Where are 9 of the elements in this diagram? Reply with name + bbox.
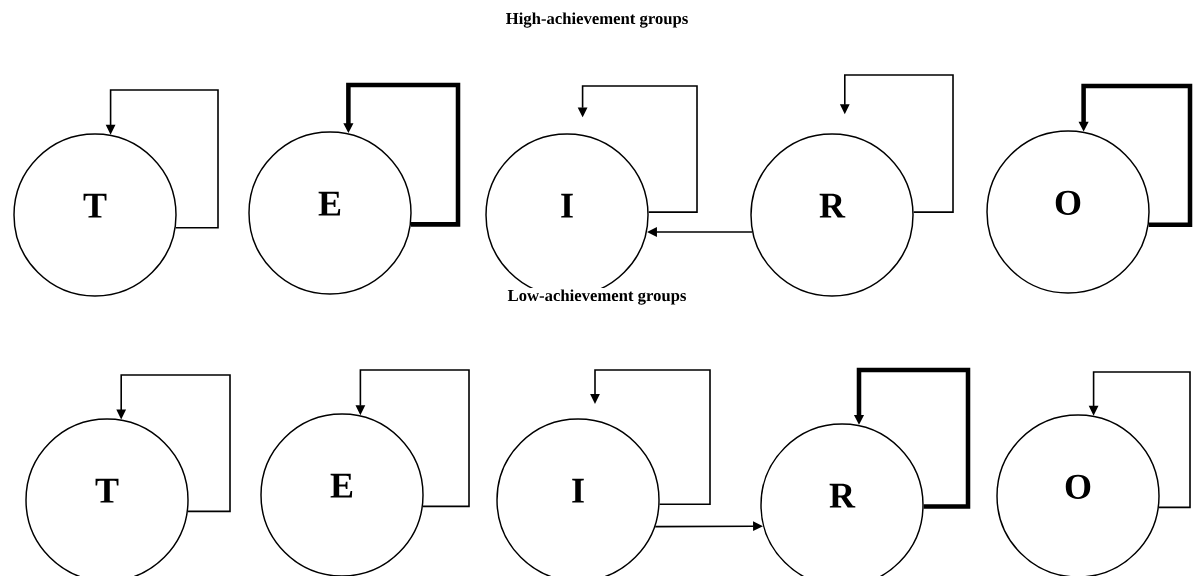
arrow <box>116 374 231 513</box>
arrow <box>355 369 470 508</box>
circle-node: R <box>750 133 914 297</box>
circle-node: E <box>248 131 412 295</box>
arrow <box>590 369 711 506</box>
circle-node: O <box>986 130 1150 294</box>
heading: High-achievement groups <box>504 11 690 29</box>
heading: Low-achievement groups <box>506 288 688 306</box>
circle-node: T <box>13 133 177 297</box>
